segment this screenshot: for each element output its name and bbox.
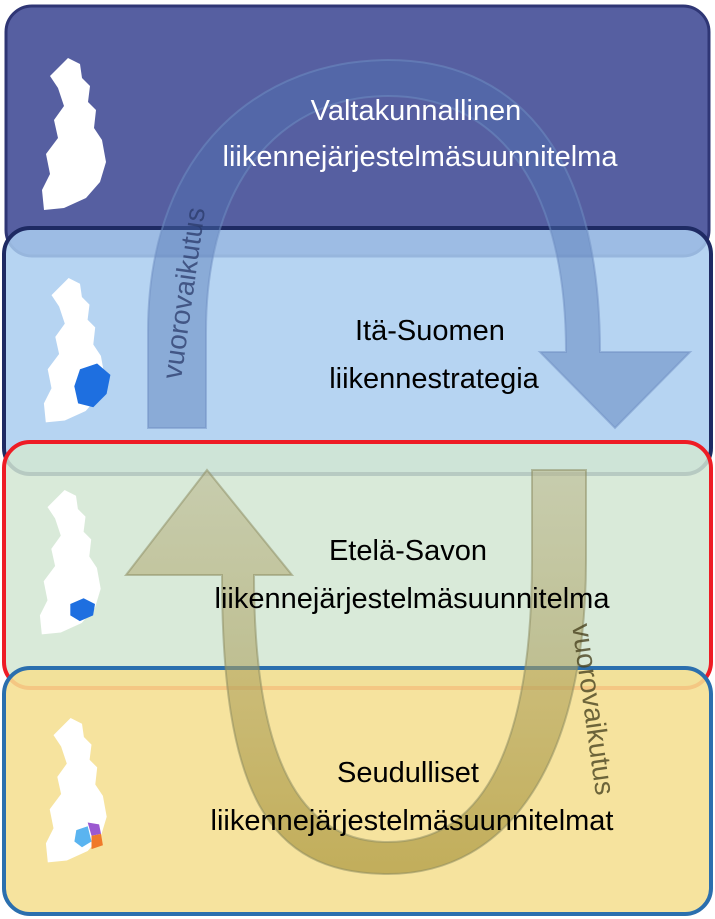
finland-map-east-finland: [43, 278, 111, 423]
finland-shape: [42, 58, 106, 210]
level-title-national: Valtakunnallinen liikennejärjestelmäsuun…: [223, 95, 619, 173]
subregion-west-highlight: [74, 826, 92, 848]
level-title-line: liikennestrategia: [329, 363, 539, 395]
finland-shape: [39, 490, 101, 635]
level-title-line: liikennejärjestelmäsuunnitelma: [215, 583, 611, 615]
east-finland-highlight: [74, 363, 111, 408]
level-title-line: Valtakunnallinen: [311, 95, 522, 127]
finland-map-regional: [45, 718, 107, 863]
level-box-national: [4, 4, 711, 258]
interaction-arrow-up: [123, 468, 587, 876]
finland-map-south-savo: [39, 490, 101, 635]
level-title-line: Seudulliset: [337, 757, 479, 789]
south-savo-highlight: [70, 598, 95, 622]
subregion-east-highlight: [91, 833, 103, 850]
subregion-north-highlight: [87, 822, 101, 836]
level-title-line: liikennejärjestelmäsuunnitelma: [223, 141, 619, 173]
level-title-line: Etelä-Savon: [329, 535, 487, 567]
level-title-regional: Seudulliset liikennejärjestelmäsuunnitel…: [211, 757, 614, 837]
level-title-east-finland: Itä-Suomen liikennestrategia: [329, 315, 539, 395]
level-title-line: Itä-Suomen: [355, 315, 505, 347]
level-title-line: liikennejärjestelmäsuunnitelmat: [211, 805, 614, 837]
interaction-arrow-down: [147, 58, 693, 430]
level-title-south-savo: Etelä-Savon liikennejärjestelmäsuunnitel…: [215, 535, 611, 615]
finland-map-national: [42, 58, 106, 210]
